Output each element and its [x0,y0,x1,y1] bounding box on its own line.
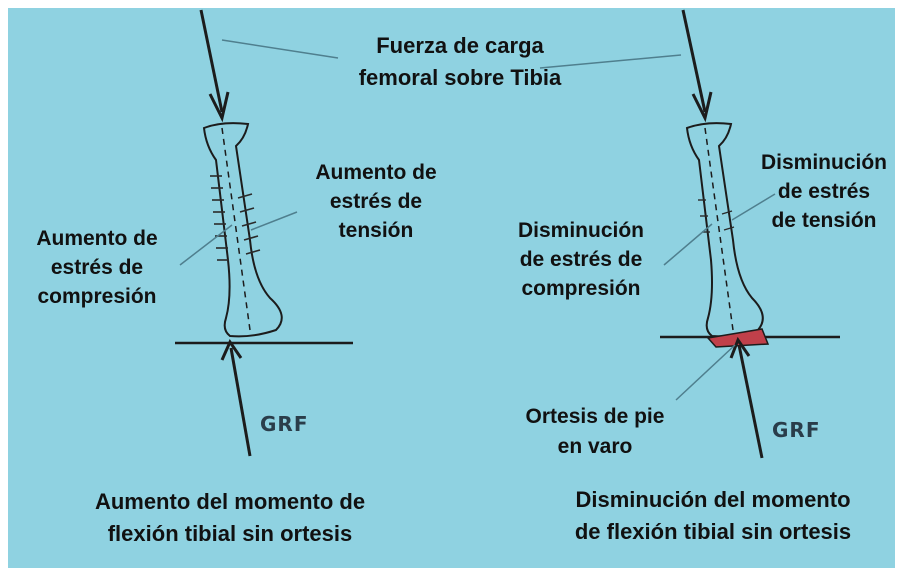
left-tension-leader [250,211,298,231]
left-tension-label-line2: estrés de [329,190,423,213]
right-femoral-load-arrowhead [691,91,713,123]
left-tension-label-line1: Aumento de [315,161,437,184]
right-compression-label-line1: Disminución [517,219,644,242]
left-grf-line [229,347,252,457]
right-compression-label: Disminución de estrés de compresión [492,216,670,303]
right-caption: Disminución del momento de flexión tibia… [528,484,898,548]
left-caption-line1: Aumento del momento de [94,489,366,514]
right-grf-label: GRF [772,418,821,442]
right-orthosis-label-line2: en varo [557,435,633,458]
right-grf-arrowhead [729,336,751,359]
top-label-leader-left [221,39,339,59]
blue-panel [8,8,895,568]
left-femoral-load-arrowhead [208,91,230,123]
right-tension-leader [731,193,776,221]
left-compression-leader [179,224,233,266]
right-orthosis-leader [675,344,736,401]
left-caption-line2: flexión tibial sin ortesis [107,521,353,546]
femoral-load-label: Fuerza de carga femoral sobre Tibia [330,30,590,94]
right-femoral-load-line [681,9,707,113]
left-caption: Aumento del momento de flexión tibial si… [40,486,420,550]
right-stress-marks [698,199,735,233]
left-compression-marks [210,175,229,261]
right-tibia-group [660,9,840,459]
right-compression-label-line2: de estrés de [519,248,643,271]
left-grf-label: GRF [260,412,309,436]
right-caption-line1: Disminución del momento [575,487,851,512]
left-compression-label: Aumento de estrés de compresión [12,224,182,311]
left-tibia-group [175,9,353,457]
left-tibia-outline [202,122,283,338]
right-tension-label-line3: de tensión [771,209,877,232]
femoral-load-label-line1: Fuerza de carga [376,33,544,58]
left-tension-label-line3: tensión [338,219,414,242]
left-compression-label-line2: estrés de [50,256,144,279]
right-orthosis-label-line1: Ortesis de pie [525,405,665,428]
right-compression-label-line3: compresión [521,277,641,300]
left-tension-label: Aumento de estrés de tensión [286,158,466,245]
right-tension-label-line1: Disminución [760,151,887,174]
left-compression-label-line1: Aumento de [36,227,158,250]
left-grf-arrowhead [220,338,243,361]
right-tibia-axis [704,127,734,331]
left-tibia-axis [221,127,251,331]
left-femoral-load-line [199,9,224,113]
right-tension-label: Disminución de estrés de tensión [748,148,900,235]
right-caption-line2: de flexión tibial sin ortesis [574,519,852,544]
left-compression-label-line3: compresión [37,285,157,308]
femoral-load-label-line2: femoral sobre Tibia [358,65,562,90]
right-grf-line [737,344,764,459]
right-orthosis-label: Ortesis de pie en varo [500,402,690,462]
right-compression-leader [663,223,713,266]
top-label-leader-right [539,54,682,69]
left-tension-marks [237,193,261,255]
right-tension-label-line2: de estrés [777,180,871,203]
